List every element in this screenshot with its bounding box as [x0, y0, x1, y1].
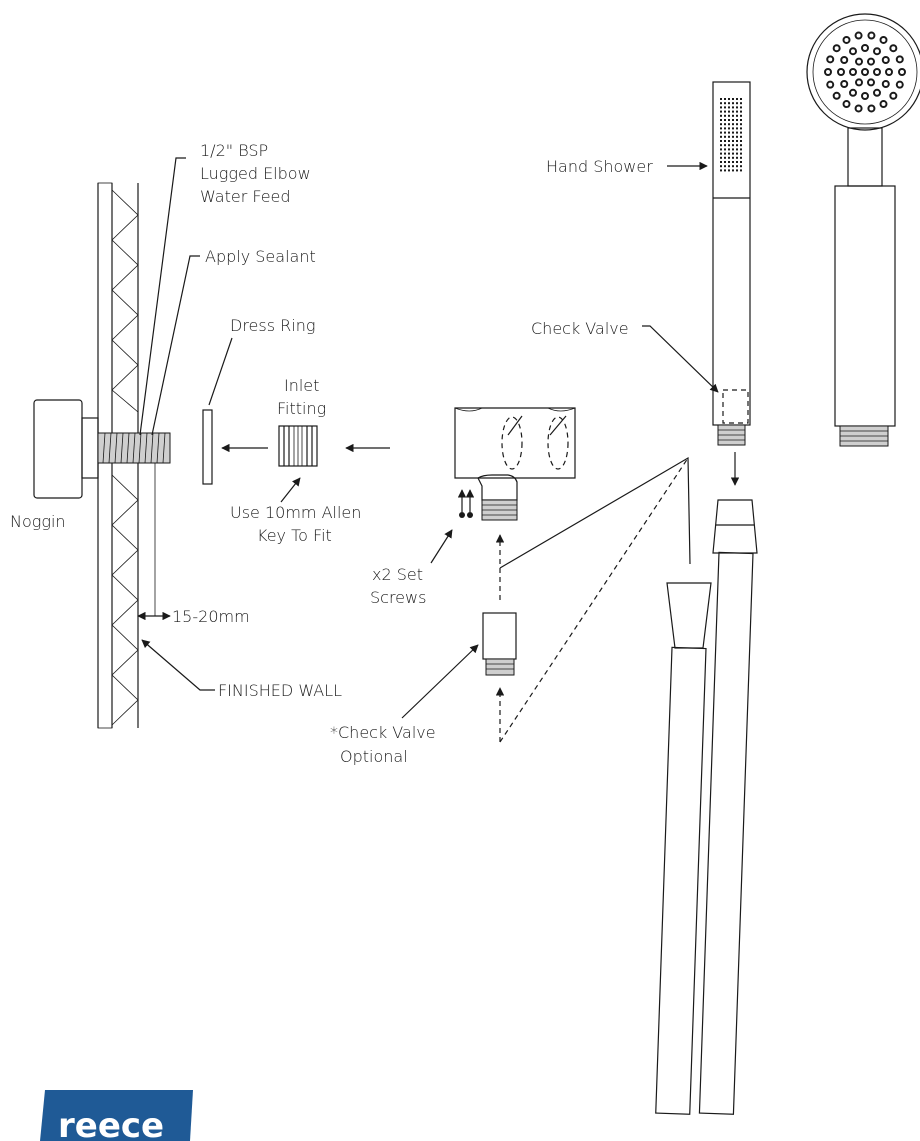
label-gap: 15-20mm: [172, 607, 250, 626]
leader-finished-wall: [141, 639, 215, 691]
leader-sealant: [151, 255, 200, 436]
leader-check-opt: [401, 644, 479, 719]
noggin-block: [33, 399, 83, 499]
label-dress-ring: Dress Ring: [230, 316, 315, 335]
label-check-opt-1: *Check Valve: [330, 723, 436, 742]
thread-lines: [102, 432, 166, 464]
hose-left: [655, 582, 712, 1115]
leader-dress-ring: [208, 337, 233, 406]
logo-text: reece: [58, 1106, 164, 1141]
inlet-fitting: [278, 425, 318, 467]
dress-ring: [202, 409, 213, 485]
label-set-screws-1: x2 Set: [372, 565, 423, 584]
leader-set-screws: [430, 529, 453, 564]
label-allen-2: Key To Fit: [257, 526, 332, 545]
hose-route-solid: [499, 456, 691, 569]
label-hand-shower: Hand Shower: [546, 157, 653, 176]
wall-outlet-bracket: [454, 407, 576, 521]
optional-check-valve: [482, 612, 517, 676]
label-finished-wall: FINISHED WALL: [218, 681, 342, 700]
leader-allen: [280, 477, 301, 503]
label-check-opt-2: Optional: [340, 747, 408, 766]
leader-check-valve: [642, 325, 719, 393]
label-noggin: Noggin: [10, 512, 66, 531]
hose-route-dashed: [499, 457, 689, 743]
leader-bsp: [139, 157, 186, 436]
label-inlet-1: Inlet: [284, 376, 319, 395]
label-bsp-1: 1/2" BSP: [200, 141, 268, 160]
hand-shower-front: [806, 13, 920, 447]
hand-shower-side: [712, 81, 751, 446]
label-inlet-2: Fitting: [277, 399, 326, 418]
label-allen-1: Use 10mm Allen: [230, 503, 361, 522]
label-check-valve: Check Valve: [531, 319, 629, 338]
label-apply-sealant: Apply Sealant: [205, 247, 316, 266]
label-bsp-3: Water Feed: [200, 187, 291, 206]
label-set-screws-2: Screws: [370, 588, 426, 607]
logo-badge: [40, 1090, 193, 1141]
noggin-spacer: [81, 417, 99, 479]
reece-logo: reece: [40, 1090, 193, 1141]
set-screws: [457, 489, 475, 518]
hose-right: [698, 499, 758, 1115]
label-bsp-2: Lugged Elbow: [200, 164, 311, 183]
